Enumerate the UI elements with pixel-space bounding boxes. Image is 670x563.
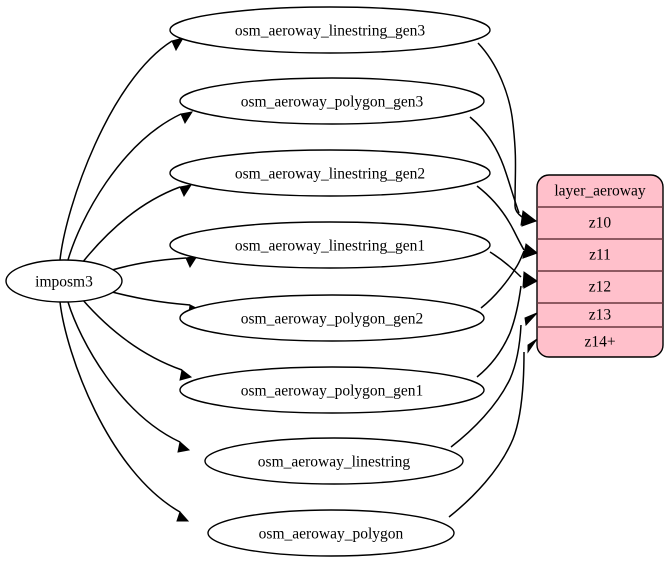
edge-linestring-to-z13 bbox=[450, 324, 522, 448]
edge-imposm3-to-linestring-gen1 bbox=[111, 257, 187, 271]
table-row-z13-label[interactable]: z13 bbox=[589, 307, 612, 324]
arrowhead-polygon-gen1 bbox=[179, 369, 193, 381]
edge-imposm3-to-linestring-gen2 bbox=[81, 186, 181, 264]
table-row-z10-label[interactable]: z10 bbox=[589, 215, 612, 232]
arrowhead-linestring-gen2 bbox=[179, 184, 193, 198]
node-linestring-gen1-label: osm_aeroway_linestring_gen1 bbox=[235, 238, 425, 255]
edge-imposm3-to-polygon-gen1 bbox=[81, 298, 183, 371]
node-polygon-gen2[interactable]: osm_aeroway_polygon_gen2 bbox=[179, 294, 485, 342]
node-imposm3[interactable]: imposm3 bbox=[5, 259, 123, 303]
edge-linestring-gen2-to-z11 bbox=[476, 185, 525, 251]
node-imposm3-shape[interactable] bbox=[5, 259, 123, 303]
node-polygon-gen3-shape[interactable] bbox=[179, 77, 485, 125]
edge-linestring-gen1-to-z12 bbox=[489, 251, 522, 278]
edge-imposm3-to-polygon bbox=[59, 301, 181, 513]
table-row-z11-label[interactable]: z11 bbox=[589, 247, 611, 264]
node-linestring-gen2-label: osm_aeroway_linestring_gen2 bbox=[235, 166, 425, 183]
edge-imposm3-to-linestring-gen3 bbox=[59, 40, 173, 261]
node-linestring-gen3[interactable]: osm_aeroway_linestring_gen3 bbox=[169, 6, 491, 54]
arrowhead-polygon-gen3 bbox=[180, 111, 194, 125]
node-polygon-shape[interactable] bbox=[207, 509, 455, 557]
node-polygon-gen3-label: osm_aeroway_polygon_gen3 bbox=[241, 94, 424, 111]
node-linestring-gen1-shape[interactable] bbox=[169, 221, 491, 269]
edge-polygon-gen2-to-z11 bbox=[480, 250, 525, 309]
edge-polygon-to-z14 bbox=[448, 351, 525, 518]
arrowhead-z13 bbox=[524, 312, 538, 327]
arrowhead-linestring bbox=[177, 441, 191, 453]
arrowhead-z10-b bbox=[520, 210, 538, 226]
node-polygon-gen1-label: osm_aeroway_polygon_gen1 bbox=[241, 383, 424, 400]
node-polygon-gen3[interactable]: osm_aeroway_polygon_gen3 bbox=[179, 77, 485, 125]
node-linestring-gen1[interactable]: osm_aeroway_linestring_gen1 bbox=[169, 221, 491, 269]
node-imposm3-label: imposm3 bbox=[35, 274, 93, 291]
node-polygon[interactable]: osm_aeroway_polygon bbox=[207, 509, 455, 557]
node-linestring-gen3-label: osm_aeroway_linestring_gen3 bbox=[235, 23, 426, 40]
node-polygon-label: osm_aeroway_polygon bbox=[259, 526, 404, 543]
node-linestring-gen2[interactable]: osm_aeroway_linestring_gen2 bbox=[169, 149, 491, 197]
table-body-shape[interactable] bbox=[536, 174, 664, 358]
edge-group-tables-to-layer bbox=[448, 42, 539, 518]
node-polygon-gen1-shape[interactable] bbox=[179, 366, 485, 414]
edge-imposm3-to-polygon-gen3 bbox=[67, 113, 182, 261]
edge-polygon-gen1-to-z12 bbox=[476, 285, 522, 378]
edge-polygon-gen3-to-z10 bbox=[469, 116, 520, 214]
arrowhead-z12-b bbox=[523, 279, 539, 289]
arrowhead-z11-b bbox=[522, 244, 539, 259]
arrowhead-z14 bbox=[527, 338, 538, 354]
table-header-label: layer_aeroway bbox=[554, 183, 645, 200]
node-linestring-gen2-shape[interactable] bbox=[169, 149, 491, 197]
table-row-z14-label[interactable]: z14+ bbox=[584, 334, 615, 351]
edge-imposm3-to-linestring bbox=[67, 301, 181, 443]
arrowhead-linestring-gen3 bbox=[171, 37, 185, 52]
edge-linestring-gen3-to-z10 bbox=[477, 42, 523, 218]
arrowhead-polygon bbox=[176, 511, 190, 522]
node-linestring-gen3-shape[interactable] bbox=[169, 6, 491, 54]
node-polygon-gen2-label: osm_aeroway_polygon_gen2 bbox=[241, 311, 424, 328]
node-linestring-shape[interactable] bbox=[204, 437, 464, 485]
node-layer-aeroway-table[interactable]: layer_aeroway z10 z11 z12 z13 z14+ bbox=[536, 174, 664, 358]
edge-imposm3-to-polygon-gen2 bbox=[111, 291, 191, 306]
node-polygon-gen2-shape[interactable] bbox=[179, 294, 485, 342]
node-polygon-gen1[interactable]: osm_aeroway_polygon_gen1 bbox=[179, 366, 485, 414]
node-linestring[interactable]: osm_aeroway_linestring bbox=[204, 437, 464, 485]
node-linestring-label: osm_aeroway_linestring bbox=[258, 454, 411, 471]
table-row-z12-label[interactable]: z12 bbox=[589, 279, 611, 296]
